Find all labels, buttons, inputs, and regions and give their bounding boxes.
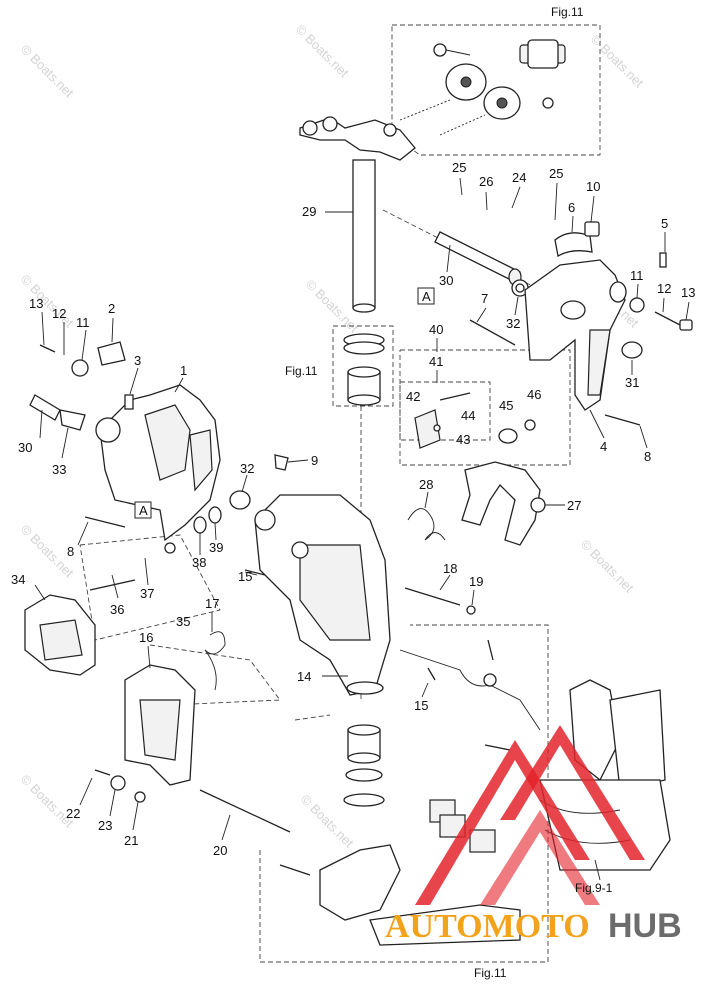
callout-22: 22 bbox=[66, 806, 80, 821]
callout-3: 3 bbox=[134, 353, 141, 368]
callout-5: 5 bbox=[661, 216, 668, 231]
callout-35: 35 bbox=[176, 614, 190, 629]
callout-34: 34 bbox=[11, 572, 25, 587]
box-label-a: A bbox=[139, 503, 148, 518]
steering-assembly-fig11 bbox=[399, 39, 566, 136]
callout-29: 29 bbox=[302, 204, 316, 219]
tilt-lock-lever bbox=[404, 461, 546, 615]
watermark-text: © Boats.net bbox=[578, 537, 637, 596]
callout-32: 32 bbox=[506, 316, 520, 331]
callout-13: 13 bbox=[681, 285, 695, 300]
callout-11: 11 bbox=[76, 315, 90, 330]
callout-12: 12 bbox=[657, 281, 671, 296]
box-label-a: A bbox=[422, 289, 431, 304]
bushings-upper bbox=[343, 333, 385, 406]
callout-23: 23 bbox=[98, 818, 112, 833]
callout-14: 14 bbox=[297, 669, 311, 684]
fig-ref-left: Fig.11 bbox=[285, 364, 318, 378]
callout-26: 26 bbox=[479, 174, 493, 189]
tilt-shaft-right bbox=[434, 221, 667, 297]
trim-bracket bbox=[124, 631, 226, 786]
fig-ref-top: Fig.11 bbox=[551, 5, 584, 19]
watermark-text: © Boats.net bbox=[293, 22, 352, 81]
callout-43: 43 bbox=[456, 432, 470, 447]
callout-20: 20 bbox=[213, 843, 227, 858]
callout-18: 18 bbox=[443, 561, 457, 576]
swivel-bracket bbox=[244, 494, 391, 696]
clamp-bracket-right bbox=[469, 259, 693, 426]
lower-mount-fig11 bbox=[279, 639, 541, 946]
carry-handle bbox=[24, 579, 136, 676]
clamp-bracket-left bbox=[29, 341, 289, 554]
callout-7: 7 bbox=[481, 291, 488, 306]
callout-16: 16 bbox=[139, 630, 153, 645]
callout-40: 40 bbox=[429, 322, 443, 337]
watermark-text: © Boats.net bbox=[588, 32, 647, 91]
callout-32: 32 bbox=[240, 461, 254, 476]
callout-15: 15 bbox=[414, 698, 428, 713]
callout-36: 36 bbox=[110, 602, 124, 617]
callout-9: 9 bbox=[311, 453, 318, 468]
callout-42: 42 bbox=[406, 389, 420, 404]
automotohub-logo: AUTOMOTO HUB bbox=[385, 725, 682, 945]
trim-parts bbox=[414, 392, 536, 449]
callout-27: 27 bbox=[567, 498, 581, 513]
box-labels: A A bbox=[134, 287, 435, 519]
callout-17: 17 bbox=[205, 596, 219, 611]
figure-references: Fig.11 Fig.11 Fig.11 Fig.9-1 bbox=[285, 5, 613, 980]
callout-13: 13 bbox=[29, 296, 43, 311]
callout-2: 2 bbox=[108, 301, 115, 316]
callout-28: 28 bbox=[419, 477, 433, 492]
callout-15: 15 bbox=[238, 569, 252, 584]
bushings-lower bbox=[343, 724, 385, 807]
callout-8: 8 bbox=[644, 449, 651, 464]
callout-37: 37 bbox=[140, 586, 154, 601]
callout-45: 45 bbox=[499, 398, 513, 413]
callout-8: 8 bbox=[67, 544, 74, 559]
callout-38: 38 bbox=[192, 555, 206, 570]
callout-1: 1 bbox=[180, 363, 187, 378]
logo-text-automoto: AUTOMOTO bbox=[385, 908, 590, 945]
logo-text-hub: HUB bbox=[608, 907, 682, 945]
leader-lines bbox=[34, 177, 690, 881]
fig-ref-bottom: Fig.11 bbox=[474, 966, 507, 980]
callout-39: 39 bbox=[209, 540, 223, 555]
steering-shaft bbox=[299, 116, 416, 313]
callout-11: 11 bbox=[630, 268, 644, 283]
watermark-text: © Boats.net bbox=[18, 772, 77, 831]
callout-30: 30 bbox=[439, 273, 453, 288]
callout-46: 46 bbox=[527, 387, 541, 402]
watermark-text: © Boats.net bbox=[18, 42, 77, 101]
callout-31: 31 bbox=[625, 375, 639, 390]
callout-21: 21 bbox=[124, 833, 138, 848]
callout-12: 12 bbox=[52, 306, 66, 321]
callout-41: 41 bbox=[429, 354, 443, 369]
callout-numbers: 25 26 24 25 10 29 6 5 30 7 32 11 12 13 4… bbox=[11, 160, 695, 858]
callout-44: 44 bbox=[461, 408, 475, 423]
callout-25: 25 bbox=[452, 160, 466, 175]
callout-30: 30 bbox=[18, 440, 32, 455]
callout-25: 25 bbox=[549, 166, 563, 181]
callout-4: 4 bbox=[600, 439, 607, 454]
callout-24: 24 bbox=[512, 170, 526, 185]
callout-6: 6 bbox=[568, 200, 575, 215]
callout-33: 33 bbox=[52, 462, 66, 477]
callout-19: 19 bbox=[469, 574, 483, 589]
callout-10: 10 bbox=[586, 179, 600, 194]
watermark-text: © Boats.net bbox=[18, 272, 77, 331]
fig-ref-fig9-1: Fig.9-1 bbox=[575, 881, 613, 895]
lower-shaft-parts bbox=[94, 769, 291, 833]
